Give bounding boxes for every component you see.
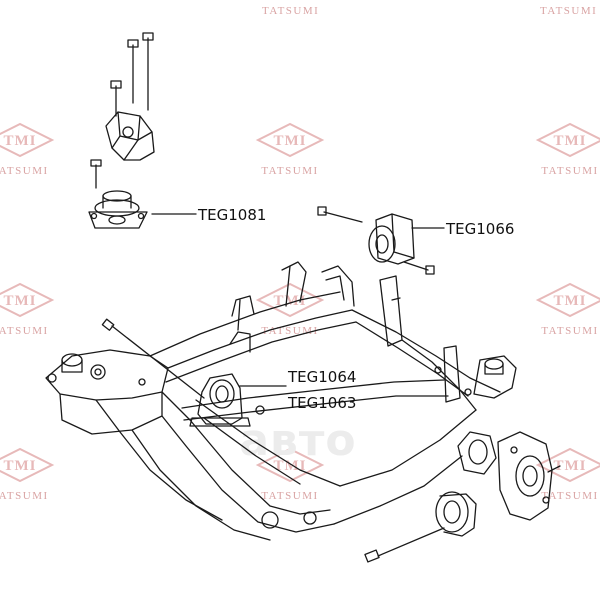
watermark-tile: TMI TATSUMI xyxy=(255,122,325,177)
label-teg1064: TEG1064 xyxy=(287,368,356,386)
watermark-brand-text: TATSUMI xyxy=(541,325,598,337)
watermark-diamond-icon xyxy=(535,122,600,158)
watermark-diamond-icon xyxy=(255,282,325,318)
watermark-logo-text: TMI xyxy=(4,133,37,149)
watermark-brand-text: TATSUMI xyxy=(0,165,49,177)
part-right-bracket xyxy=(457,431,561,521)
part-teg1064 xyxy=(101,318,287,427)
watermark-diamond-icon xyxy=(0,122,55,158)
watermark-tile: TMI TATSUMI xyxy=(535,282,600,337)
watermark-diamond-icon xyxy=(535,282,600,318)
subframe xyxy=(45,261,517,541)
part-bottom-bushing xyxy=(364,491,477,563)
watermark-brand-text: TATSUMI xyxy=(261,165,318,177)
watermark-tile: TMI TATSUMI xyxy=(535,447,600,502)
watermark-logo-text: TMI xyxy=(4,458,37,474)
watermark-brand-text: TATSUMI xyxy=(541,165,598,177)
watermark-diamond-icon xyxy=(255,447,325,483)
watermark-layer: TMI TATSUMI TMI TATSUMI TMI TATSUMI TMI TATSUMI… xyxy=(0,122,600,502)
watermark-logo-text: TMI xyxy=(274,458,307,474)
part-teg1066 xyxy=(317,206,445,275)
watermark-tile: TMI TATSUMI xyxy=(0,447,55,502)
watermark-tile: TMI TATSUMI xyxy=(535,122,600,177)
watermark-tile: TMI TATSUMI xyxy=(0,122,55,177)
watermark-brand-text: TATSUMI xyxy=(541,490,598,502)
watermark-brand-text: TATSUMI xyxy=(540,5,597,17)
watermark-logo-text: TMI xyxy=(4,293,37,309)
watermark-tile: TMI TATSUMI xyxy=(0,282,55,337)
label-teg1066: TEG1066 xyxy=(445,220,514,238)
watermark-brand-text: TATSUMI xyxy=(0,490,49,502)
watermark-brand-text: TATSUMI xyxy=(261,325,318,337)
watermark-diamond-icon xyxy=(0,282,55,318)
center-logo: авто xyxy=(239,415,356,466)
watermark-logo-text: TMI xyxy=(274,133,307,149)
part-labels: TEG1081 TEG1066 TEG1064 TEG1063 xyxy=(197,206,514,412)
center-logo-text: авто xyxy=(239,415,356,466)
watermark-logo-text: TMI xyxy=(554,293,587,309)
watermark-diamond-icon xyxy=(255,122,325,158)
watermark-brand-text: TATSUMI xyxy=(261,490,318,502)
part-teg1081 xyxy=(88,32,197,229)
watermark-diamond-icon xyxy=(0,447,55,483)
label-teg1063: TEG1063 xyxy=(287,394,356,412)
line-art xyxy=(45,32,561,563)
watermark-brand-text: TATSUMI xyxy=(0,325,49,337)
watermark-logo-text: TMI xyxy=(554,133,587,149)
watermark-tile: TMI TATSUMI xyxy=(255,447,325,502)
watermark-brand-text: TATSUMI xyxy=(262,5,319,17)
watermark-brand-top: TATSUMI TATSUMI xyxy=(262,5,597,17)
label-teg1081: TEG1081 xyxy=(197,206,266,224)
watermark-diamond-icon xyxy=(535,447,600,483)
watermark-logo-text: TMI xyxy=(554,458,587,474)
